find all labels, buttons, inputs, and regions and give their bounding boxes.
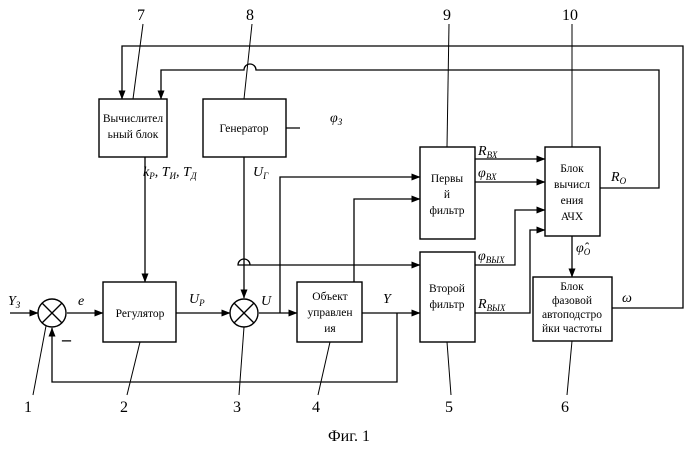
ref-number-1: 1: [24, 399, 32, 416]
ref-number-5: 5: [445, 399, 453, 416]
label-e: e: [78, 294, 84, 309]
block-generator-line-1: Генератор: [219, 123, 268, 135]
label-r-o: RO: [610, 170, 627, 186]
label-y: Y: [383, 292, 393, 307]
block-regulator-line-1: Регулятор: [116, 308, 165, 320]
block-filter-2-line-1: Второй: [429, 283, 465, 295]
label-phi-o: φ̂O: [576, 241, 591, 257]
label-up: UP: [189, 292, 205, 308]
ref-number-9: 9: [443, 7, 451, 24]
block-pll: Блок фазовой автоподстро йки частоты: [533, 277, 612, 341]
block-pll-line-4: йки частоты: [542, 323, 602, 335]
block-filter-1-line-1: Первы: [431, 173, 464, 185]
block-pll-line-2: фазовой: [552, 295, 592, 307]
block-filter-1: Первы й фильтр: [420, 147, 475, 239]
ref-number-6: 6: [561, 399, 569, 416]
block-plant: Объект управлен ия: [297, 282, 362, 342]
block-afc-line-1: Блок: [560, 163, 584, 175]
reference-numbers: 7 8 9 10 1 2 3 4 5 6: [24, 7, 578, 416]
label-ug: UГ: [253, 165, 269, 181]
label-yz: YЗ: [8, 294, 21, 310]
ref-number-10: 10: [562, 7, 578, 24]
block-regulator: Регулятор: [103, 282, 176, 342]
ref-number-3: 3: [233, 399, 241, 416]
block-computing: Вычислител ьный блок: [99, 99, 167, 157]
block-afc-line-4: АЧХ: [561, 211, 584, 223]
label-r-in: RВХ: [477, 144, 498, 160]
block-afc-line-3: ения: [561, 195, 584, 207]
block-plant-line-2: управлен: [307, 307, 352, 319]
block-afc-line-2: вычисл: [554, 179, 590, 191]
summator-3: [230, 299, 258, 327]
block-plant-line-1: Объект: [312, 291, 347, 303]
block-plant-line-3: ия: [324, 323, 336, 335]
ref-number-2: 2: [120, 399, 128, 416]
block-pll-line-3: автоподстро: [542, 309, 602, 321]
label-phi-out: φВЫХ: [478, 249, 505, 265]
summator-1: [38, 299, 66, 327]
block-filter-1-line-3: фильтр: [429, 205, 464, 217]
block-computing-line-1: Вычислител: [103, 113, 163, 125]
block-pll-line-1: Блок: [560, 281, 584, 293]
label-minus: –: [61, 329, 72, 349]
label-omega: ω: [622, 291, 632, 306]
label-phi-in: φВХ: [478, 166, 497, 182]
block-filter-2: Второй фильтр: [420, 252, 475, 342]
block-afc: Блок вычисл ения АЧХ: [545, 147, 600, 236]
block-generator: Генератор: [203, 99, 286, 157]
block-computing-line-2: ьный блок: [108, 129, 159, 141]
label-r-out: RВЫХ: [477, 297, 506, 313]
block-filter-1-line-2: й: [444, 189, 450, 201]
label-phi-z: φЗ: [330, 111, 343, 127]
ref-number-8: 8: [246, 7, 254, 24]
block-filter-2-line-2: фильтр: [429, 299, 464, 311]
ref-number-4: 4: [312, 399, 320, 416]
label-u: U: [261, 294, 272, 309]
label-params: kP, TИ, TД: [143, 165, 198, 181]
figure-caption: Фиг. 1: [328, 428, 370, 445]
ref-number-7: 7: [137, 7, 145, 24]
